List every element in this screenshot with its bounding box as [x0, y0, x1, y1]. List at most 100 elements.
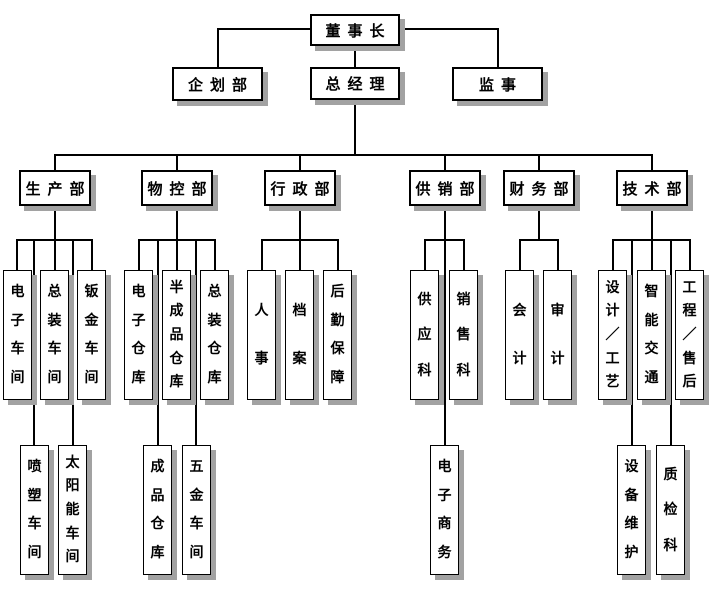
org-node-production-dept: 生产部: [19, 170, 91, 206]
org-node-supply-sales-dept: 供销部: [409, 170, 481, 206]
org-node-label: 太阳能车间: [65, 454, 80, 566]
org-node-material-control-dept: 物控部: [141, 170, 213, 206]
connector-line: [72, 239, 74, 445]
org-node-spray-coating-workshop: 喷塑车间: [20, 445, 49, 575]
connector-line: [54, 205, 56, 241]
connector-line: [218, 28, 311, 30]
org-node-label: 智能交通: [644, 284, 659, 386]
connector-line: [33, 239, 35, 445]
org-node-label: 半成品仓库: [169, 279, 184, 391]
org-node-sales-section: 销售科: [449, 270, 478, 400]
connector-line: [444, 154, 446, 171]
connector-line: [651, 154, 653, 171]
connector-line: [214, 239, 216, 270]
org-node-hr: 人事: [247, 270, 276, 400]
connector-line: [631, 239, 633, 445]
org-node-archives: 档案: [285, 270, 314, 400]
org-node-label: 五金车间: [189, 459, 204, 561]
connector-line: [399, 28, 499, 30]
org-node-finished-goods-warehouse: 成品仓库: [143, 445, 172, 575]
org-node-label: 质检科: [663, 466, 678, 554]
org-node-label: 设计／工艺: [605, 279, 620, 391]
org-node-final-assembly-warehouse: 总装仓库: [200, 270, 229, 400]
connector-line: [538, 205, 540, 241]
org-node-label: 行政部: [270, 179, 337, 198]
org-node-chairman: 董事长: [310, 14, 400, 46]
org-node-label: 监事: [478, 75, 523, 94]
org-node-label: 会计: [512, 303, 527, 367]
org-node-finance-dept: 财务部: [503, 170, 575, 206]
org-node-final-assembly-workshop: 总装车间: [40, 270, 69, 400]
connector-line: [354, 100, 356, 155]
org-node-logistics-support: 后勤保障: [323, 270, 352, 400]
connector-line: [176, 154, 178, 171]
org-node-general-manager: 总经理: [310, 67, 400, 100]
org-node-engineering-aftersales: 工程／售后: [675, 270, 704, 400]
org-node-intelligent-transport: 智能交通: [637, 270, 666, 400]
connector-line: [195, 239, 197, 445]
connector-line: [54, 239, 56, 270]
org-node-label: 财务部: [509, 179, 576, 198]
org-node-label: 电子车间: [10, 284, 25, 386]
connector-line: [261, 239, 263, 270]
org-node-label: 企划部: [187, 75, 254, 94]
org-node-audit: 审计: [543, 270, 572, 400]
connector-line: [176, 239, 178, 270]
org-node-supervisor: 监事: [452, 67, 543, 101]
org-node-accounting: 会计: [505, 270, 534, 400]
connector-line: [354, 46, 356, 68]
org-node-label: 总装车间: [47, 284, 62, 386]
org-node-label: 后勤保障: [330, 284, 345, 386]
org-node-hardware-workshop: 五金车间: [182, 445, 211, 575]
org-node-label: 工程／售后: [682, 279, 697, 391]
connector-line: [54, 154, 653, 156]
org-node-technology-dept: 技术部: [616, 170, 688, 206]
connector-line: [138, 239, 140, 270]
org-node-supply-section: 供应科: [410, 270, 439, 400]
connector-line: [497, 28, 499, 68]
org-node-electronics-workshop: 电子车间: [3, 270, 32, 400]
connector-line: [689, 239, 691, 270]
connector-line: [612, 239, 614, 270]
org-node-label: 供应科: [417, 291, 432, 379]
connector-line: [463, 239, 465, 270]
org-node-label: 总装仓库: [207, 284, 222, 386]
org-node-label: 电子商务: [437, 459, 452, 561]
connector-line: [519, 239, 521, 270]
connector-line: [651, 205, 653, 241]
org-node-label: 生产部: [25, 179, 92, 198]
connector-line: [299, 239, 301, 270]
org-node-label: 技术部: [622, 179, 689, 198]
connector-line: [444, 205, 446, 445]
org-node-semi-finished-warehouse: 半成品仓库: [162, 270, 191, 400]
connector-line: [651, 239, 653, 270]
connector-line: [217, 28, 219, 68]
org-node-design-process: 设计／工艺: [598, 270, 627, 400]
org-node-label: 电子仓库: [131, 284, 146, 386]
org-node-label: 钣金车间: [84, 284, 99, 386]
org-node-label: 档案: [292, 303, 307, 367]
connector-line: [557, 239, 559, 270]
org-node-admin-dept: 行政部: [264, 170, 336, 206]
org-node-quality-inspection: 质检科: [656, 445, 685, 575]
connector-line: [54, 154, 56, 171]
org-node-label: 供销部: [415, 179, 482, 198]
org-node-sheet-metal-workshop: 钣金车间: [77, 270, 106, 400]
connector-line: [337, 239, 339, 270]
org-node-label: 喷塑车间: [27, 459, 42, 561]
org-node-equipment-maintenance: 设备维护: [617, 445, 646, 575]
connector-line: [157, 239, 159, 445]
connector-line: [299, 205, 301, 241]
org-node-planning-dept: 企划部: [172, 67, 263, 101]
org-node-label: 物控部: [147, 179, 214, 198]
org-node-label: 总经理: [325, 75, 392, 93]
connector-line: [299, 154, 301, 171]
connector-line: [176, 205, 178, 241]
connector-line: [538, 154, 540, 171]
org-node-label: 审计: [550, 303, 565, 367]
org-node-solar-workshop: 太阳能车间: [58, 445, 87, 575]
org-node-ecommerce: 电子商务: [430, 445, 459, 575]
org-node-label: 销售科: [456, 291, 471, 379]
org-node-label: 设备维护: [624, 459, 639, 561]
